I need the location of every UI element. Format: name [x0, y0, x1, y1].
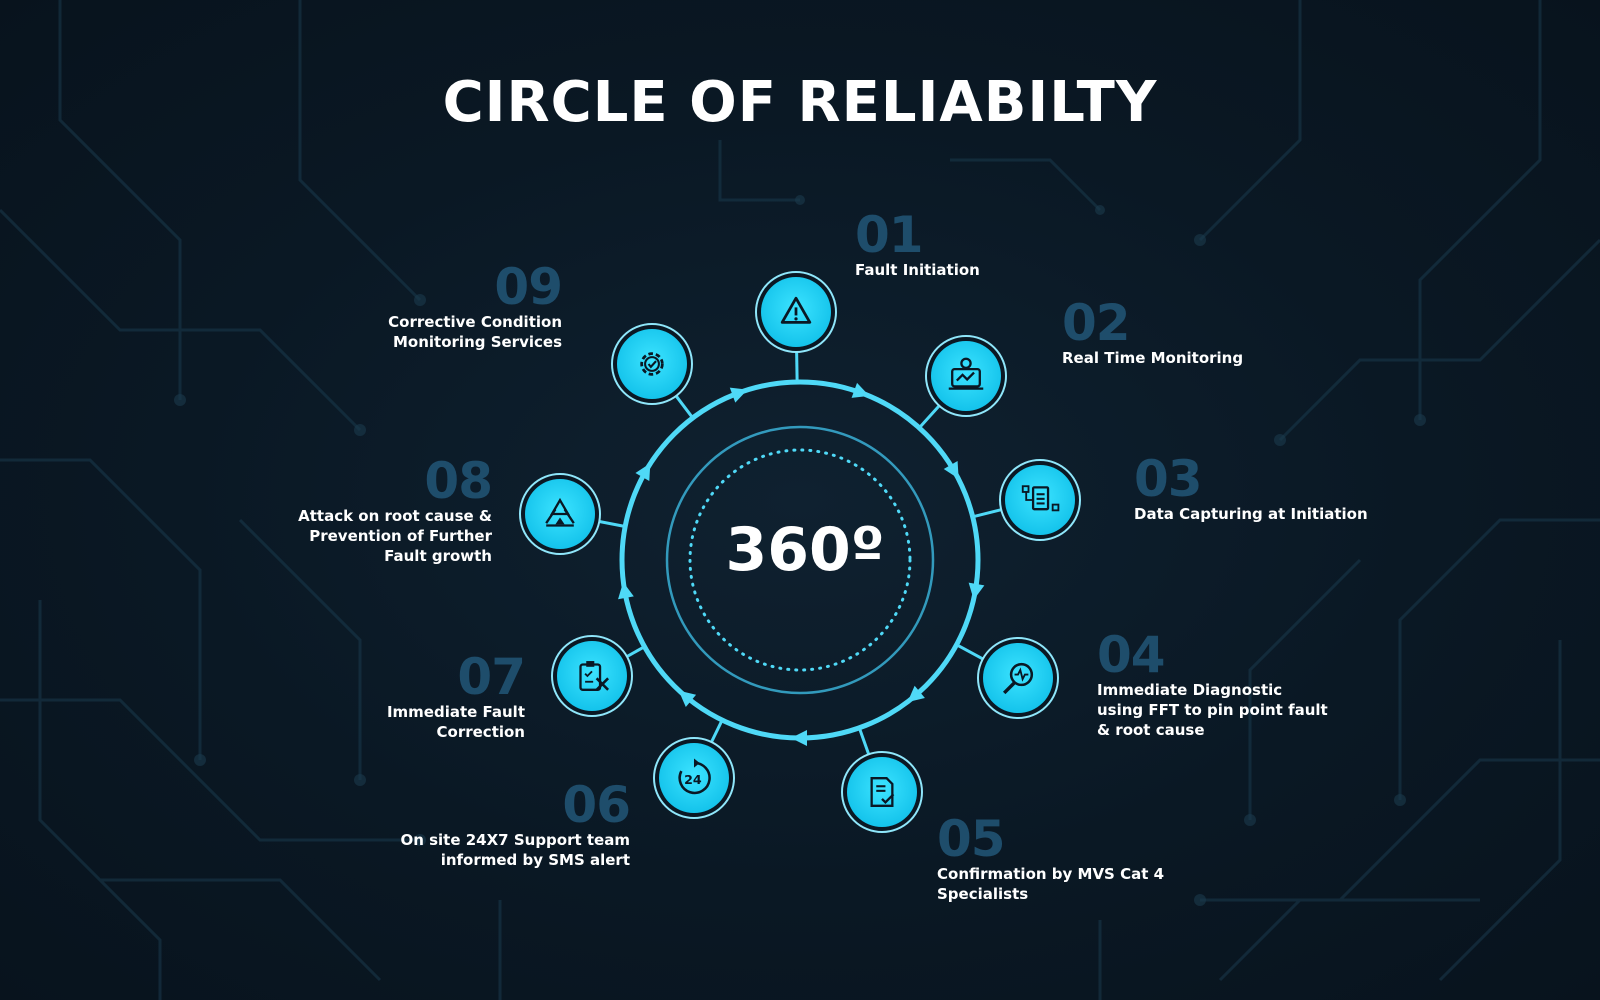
flow-arrow: [729, 387, 748, 403]
step-label: Confirmation by MVS Cat 4 Specialists: [937, 865, 1165, 903]
flow-arrow: [851, 382, 870, 398]
step-node-07: [551, 635, 633, 717]
step-02: 02 Real Time Monitoring: [1062, 298, 1362, 368]
step-label: Attack on root cause & Prevention of Fur…: [298, 507, 492, 565]
step-06: 06 On site 24X7 Support team informed by…: [330, 776, 631, 870]
step-05: 05 Confirmation by MVS Cat 4 Specialists: [937, 814, 1237, 904]
flow-arrow: [635, 463, 651, 482]
warning-icon: [780, 296, 812, 324]
step-number: 02: [1062, 294, 1131, 352]
svg-text:24: 24: [684, 772, 702, 787]
step-label: Corrective Condition Monitoring Services: [388, 313, 562, 351]
flow-arrow: [791, 730, 807, 746]
flow-arrow: [678, 690, 697, 707]
step-09: 09 Corrective Condition Monitoring Servi…: [262, 258, 563, 352]
step-04: 04 Immediate Diagnostic using FFT to pin…: [1097, 630, 1397, 740]
step-number: 04: [1097, 626, 1166, 684]
step-node-08: [519, 473, 601, 555]
dotted-ring: [688, 448, 912, 672]
step-number: 03: [1134, 450, 1203, 508]
24-hour-icon: 24: [678, 758, 711, 795]
connector-line: [710, 719, 724, 743]
step-number: 01: [855, 206, 924, 264]
step-label: Fault Initiation: [855, 261, 980, 279]
step-label: On site 24X7 Support team informed by SM…: [400, 831, 630, 869]
step-number: 08: [424, 452, 493, 510]
connector-line: [626, 645, 646, 658]
step-node-09: [611, 323, 693, 405]
step-number: 07: [457, 648, 526, 706]
step-node-03: [999, 459, 1081, 541]
connector-line: [857, 727, 871, 755]
flow-arrow: [968, 582, 985, 600]
connector-line: [918, 404, 941, 429]
clipboard-tools-icon: [579, 661, 609, 691]
step-08: 08 Attack on root cause & Prevention of …: [192, 452, 493, 566]
step-number: 05: [937, 810, 1006, 868]
monitor-gear-icon: [948, 357, 984, 390]
connector-line: [972, 508, 1002, 519]
step-node-01: [755, 271, 837, 353]
step-number: 09: [494, 258, 563, 316]
flow-arrow: [907, 685, 925, 703]
step-node-06: 24: [653, 737, 735, 819]
step-number: 06: [562, 776, 631, 834]
step-node-02: [925, 335, 1007, 417]
magnify-pulse-icon: [1002, 662, 1034, 695]
inner-ring: [665, 425, 935, 695]
step-node-05: [841, 751, 923, 833]
step-label: Real Time Monitoring: [1062, 349, 1244, 367]
step-07: 07 Immediate Fault Correction: [225, 648, 526, 742]
step-03: 03 Data Capturing at Initiation: [1134, 454, 1434, 524]
document-check-icon: [870, 777, 895, 807]
document-flow-icon: [1021, 485, 1060, 512]
connector-line: [599, 520, 626, 528]
recycle-icon: [545, 497, 575, 527]
flow-arrow: [943, 460, 959, 479]
step-01: 01 Fault Initiation: [855, 210, 1155, 280]
step-node-04: [977, 637, 1059, 719]
connector-line: [955, 643, 984, 661]
step-label: Data Capturing at Initiation: [1134, 505, 1368, 523]
center-label: 360º: [725, 515, 885, 585]
diagram-title: CIRCLE OF RELIABILTY: [442, 70, 1158, 135]
flow-arrow: [618, 582, 634, 600]
step-label: Immediate Fault Correction: [386, 703, 525, 741]
step-label: Immediate Diagnostic using FFT to pin po…: [1097, 681, 1328, 739]
gear-check-icon: [640, 352, 664, 376]
connector-line: [674, 395, 694, 419]
